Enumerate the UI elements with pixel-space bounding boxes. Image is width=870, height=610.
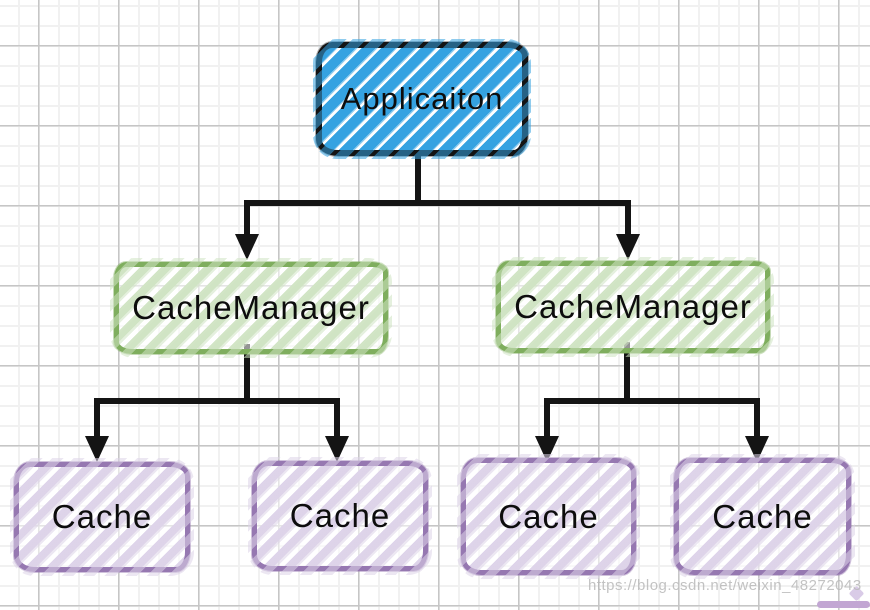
edge-cachemanager-left-crossbar	[94, 398, 340, 404]
cache-1-node: Cache	[10, 458, 194, 576]
cache-manager-right-node: CacheManager	[492, 257, 774, 357]
cache-manager-left-label: CacheManager	[132, 289, 370, 326]
cache-manager-right-label: CacheManager	[514, 288, 752, 325]
cache-1-label: Cache	[51, 498, 153, 535]
cache-manager-left-node: CacheManager	[110, 258, 392, 358]
application-node: Applicaiton	[313, 39, 531, 159]
edge-to-cachemanager-left	[244, 200, 250, 236]
cache-3-node: Cache	[457, 454, 640, 579]
edge-application-stem	[415, 145, 421, 203]
arrowhead-cache-1	[85, 436, 109, 462]
edge-cachemanager-right-crossbar	[544, 398, 760, 404]
edge-to-cache-1	[94, 398, 100, 438]
edge-application-crossbar	[244, 200, 631, 206]
cache-3-label: Cache	[498, 497, 599, 535]
edge-cachemanager-left-stem	[244, 344, 250, 404]
arrowhead-cachemanager-right	[616, 234, 640, 260]
cache-4-label: Cache	[712, 497, 813, 535]
edge-cachemanager-right-stem	[624, 342, 630, 404]
edge-to-cache-3	[544, 398, 550, 438]
edge-to-cache-2	[334, 398, 340, 438]
cache-2-node: Cache	[248, 457, 432, 575]
cache-4-node: Cache	[670, 454, 855, 579]
cache-2-label: Cache	[289, 497, 391, 534]
sketch-fragment-bar	[817, 601, 870, 608]
watermark-url: https://blog.csdn.net/weixin_48272043	[588, 577, 862, 594]
edge-to-cache-4	[754, 398, 760, 438]
arrowhead-cachemanager-left	[235, 234, 259, 260]
application-label: Applicaiton	[340, 81, 504, 116]
edge-to-cachemanager-right	[625, 200, 631, 236]
